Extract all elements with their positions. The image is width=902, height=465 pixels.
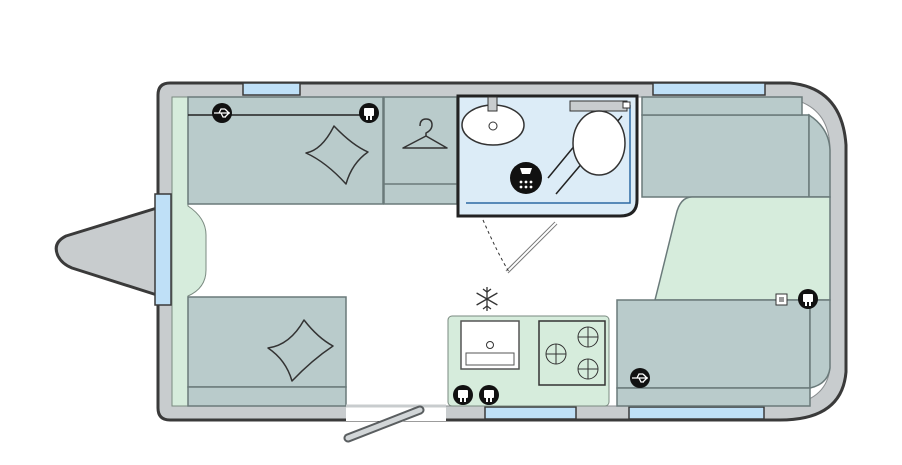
front-chest-top <box>171 96 207 407</box>
window-top-front <box>242 82 301 96</box>
window-bottom-rear <box>628 406 765 420</box>
basin-drain <box>488 121 498 131</box>
toilet-flush <box>622 101 631 109</box>
front-seat-bottom-base <box>187 386 347 407</box>
basin-tap <box>487 96 498 112</box>
rear-seat-top-back <box>808 113 831 198</box>
pillow-icon <box>267 319 334 382</box>
sink-drain <box>486 341 494 349</box>
hob-icon <box>538 320 606 386</box>
rear-seat-bottom <box>616 299 811 389</box>
usb-socket-icon <box>630 368 650 388</box>
shower-glass <box>466 105 631 204</box>
mains-socket-icon <box>359 103 379 123</box>
mains-socket-icon <box>453 385 473 405</box>
hob-burners <box>545 326 599 380</box>
toilet-cistern <box>569 100 628 112</box>
sink-bowl <box>465 352 515 366</box>
entrance-door-inner <box>345 407 423 441</box>
switch-inner <box>779 297 784 302</box>
rear-seat-bottom-base <box>616 387 811 407</box>
mains-socket-icon <box>798 289 818 309</box>
kitchen-sink-icon <box>460 320 520 370</box>
washroom-door-inner <box>506 222 557 273</box>
rear-table <box>654 196 831 301</box>
toilet-icon <box>572 110 626 176</box>
front-seat-bottom <box>187 296 347 388</box>
snowflake-icon <box>476 287 498 311</box>
rear-shelf-top <box>641 96 803 116</box>
tow-hitch <box>54 206 159 297</box>
door-swing-arc <box>482 219 510 273</box>
mains-socket-icon <box>479 385 499 405</box>
wardrobe <box>383 96 458 205</box>
usb-socket-icon <box>212 103 232 123</box>
rear-seat-top <box>641 114 810 198</box>
shower-icon <box>510 162 542 194</box>
pillow-icon <box>305 125 369 185</box>
window-front <box>154 193 172 306</box>
hanger-icon <box>402 118 448 149</box>
window-top-rear <box>652 82 766 96</box>
rear-seat-bottom-back <box>809 299 831 389</box>
window-bottom-kitchen <box>484 406 577 420</box>
